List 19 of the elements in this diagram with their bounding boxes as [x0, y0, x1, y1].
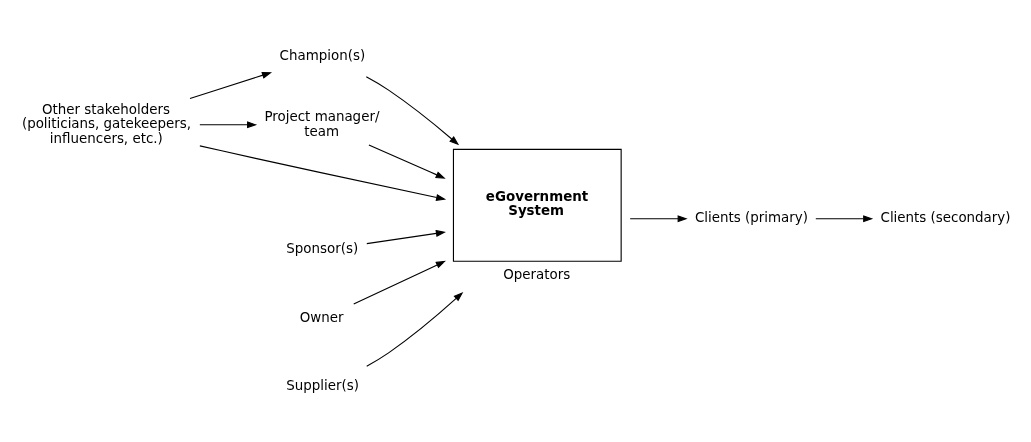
node-text: Clients (primary) — [694, 209, 808, 225]
node-text: Sponsor(s) — [286, 240, 359, 256]
node-text: Clients (secondary) — [880, 209, 1011, 225]
node-text: Project manager/ team — [264, 108, 380, 139]
arrow — [199, 120, 258, 128]
arrow — [366, 291, 464, 367]
arrow — [815, 214, 874, 222]
arrow — [366, 229, 446, 244]
arrow — [368, 143, 446, 179]
arrow — [199, 144, 447, 201]
node-text: Supplier(s) — [286, 377, 359, 393]
node-text: Owner — [299, 309, 344, 325]
arrow — [365, 75, 460, 145]
node-text: Champion(s) — [279, 47, 366, 63]
node-text: Other stakeholders (politicians, gatekeepers, influencers, etc.) — [21, 101, 192, 146]
arrow — [629, 214, 688, 222]
arrow — [189, 71, 273, 99]
arrow — [353, 260, 446, 304]
node-label: Operators — [503, 266, 571, 282]
